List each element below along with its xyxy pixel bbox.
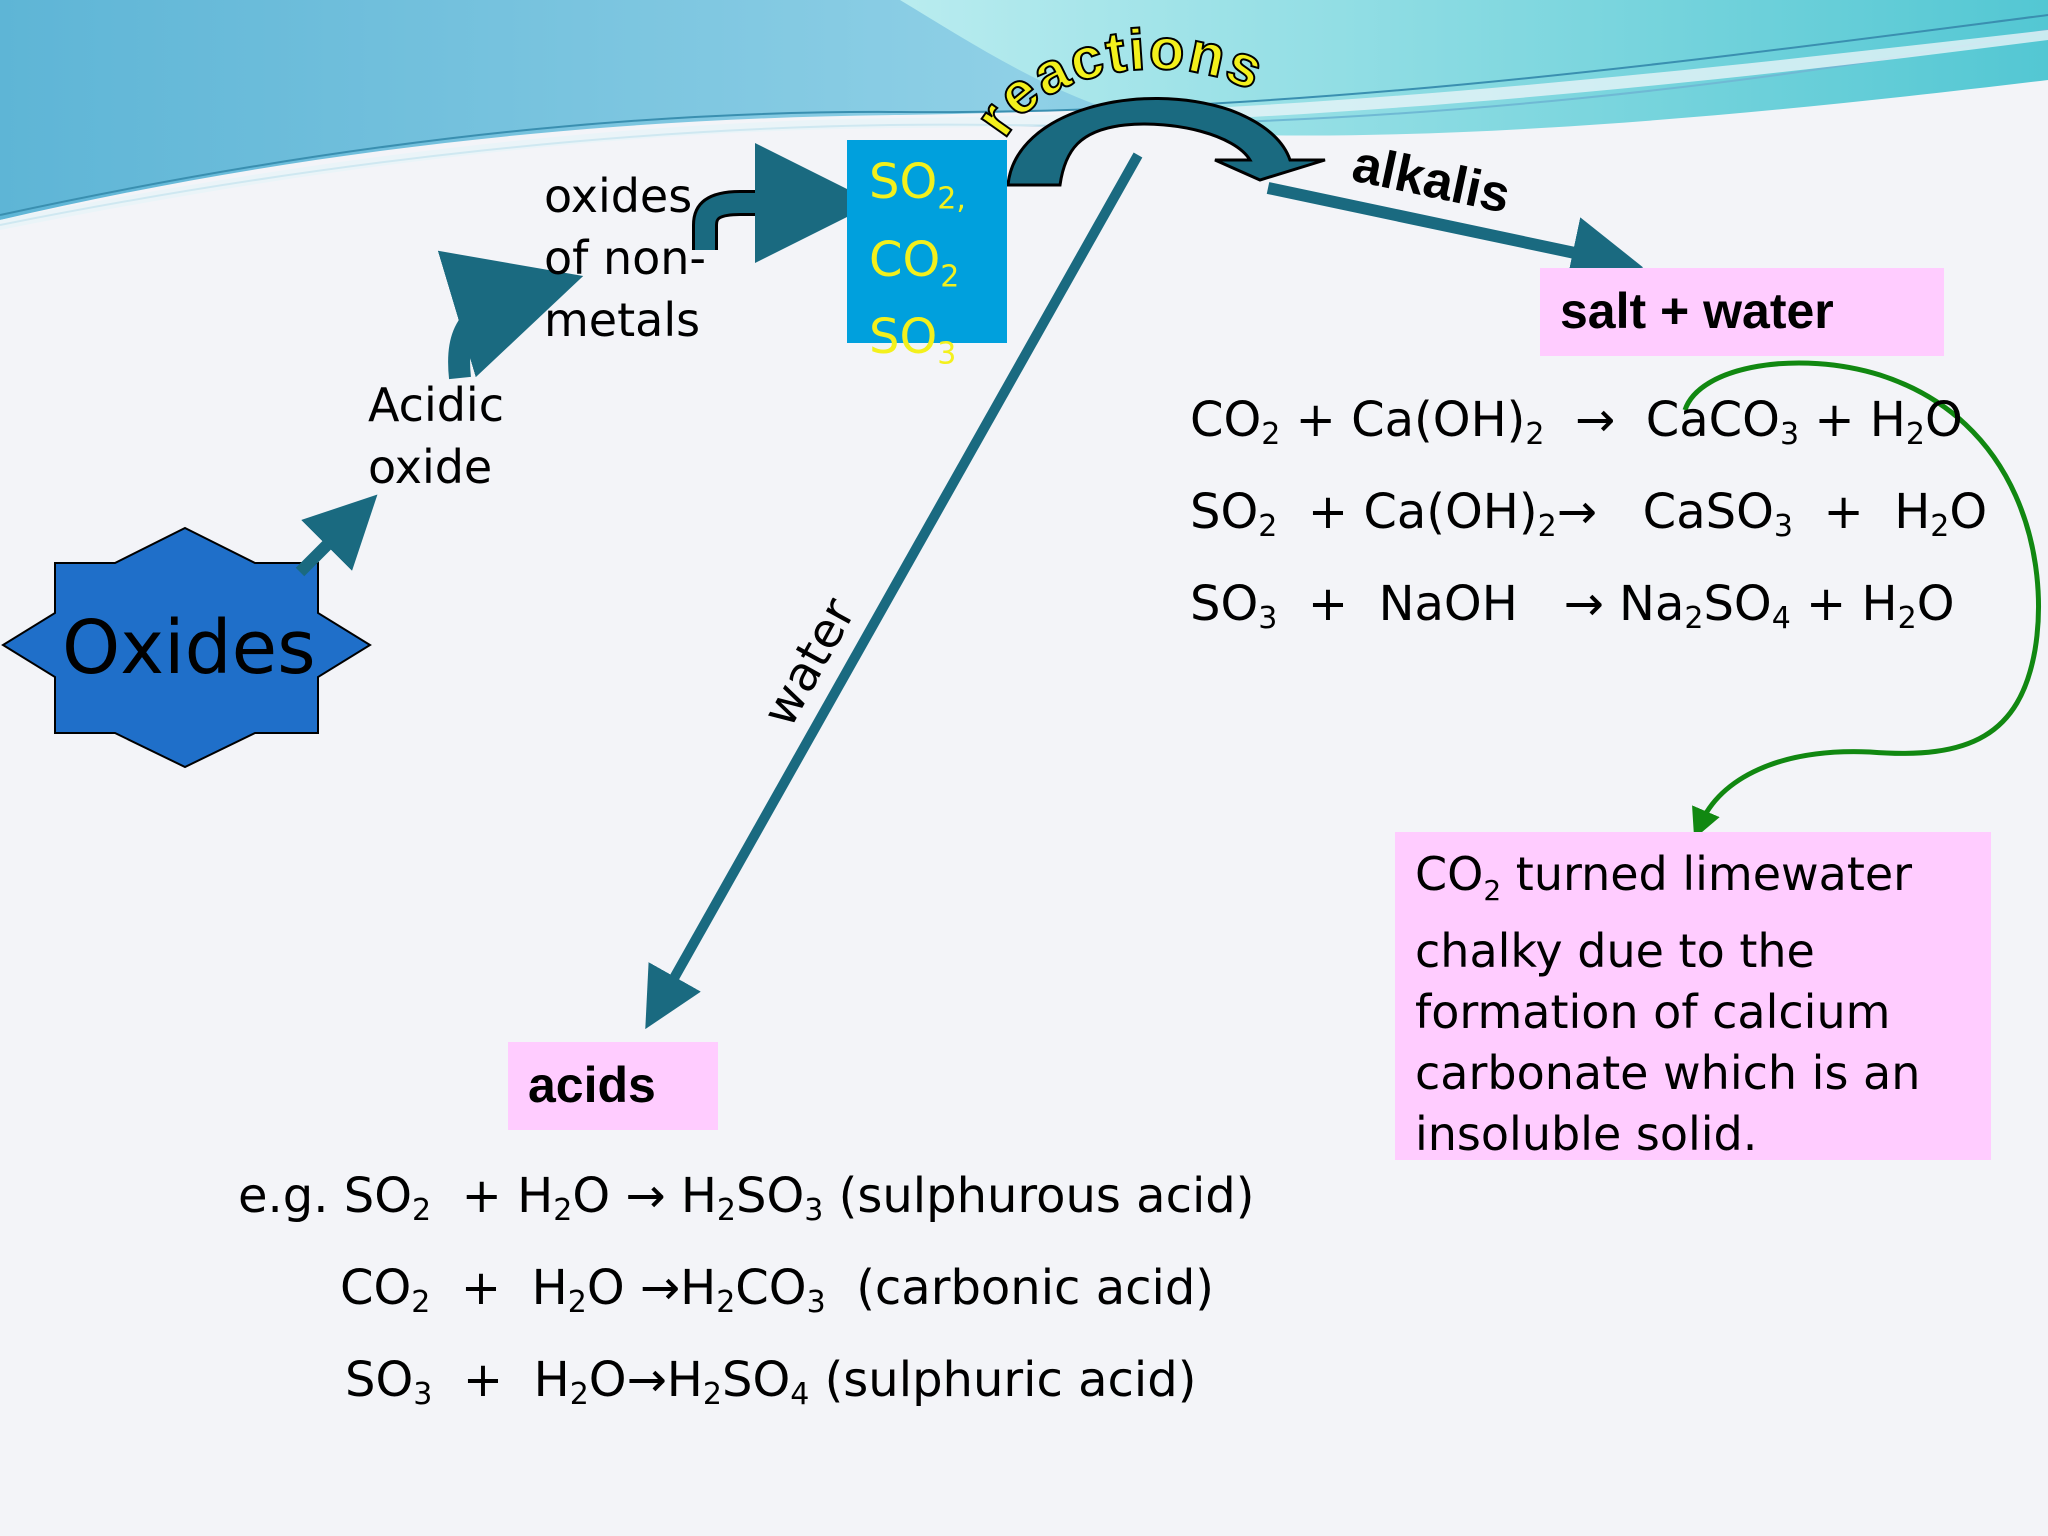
acids-box: acids — [508, 1042, 718, 1130]
equation-text: e.g. SO — [238, 1168, 413, 1224]
equation-text: → CaCO — [1544, 392, 1780, 448]
subscript: 4 — [1771, 601, 1791, 636]
acid-equation-1: e.g. SO2 + H2O → H2SO3 (sulphurous acid) — [238, 1168, 1255, 1226]
reactions-curved-arrow — [1006, 97, 1326, 187]
formula-box: SO2, CO2 SO3 — [847, 140, 1007, 372]
subscript: 2 — [1930, 509, 1950, 544]
subscript: 2 — [1897, 601, 1917, 636]
equation-text: SO — [345, 1352, 414, 1408]
equation-text: + H — [1799, 392, 1906, 448]
equation-text: + NaOH → Na — [1277, 576, 1685, 632]
equation-text: + H — [432, 1352, 570, 1408]
subscript: 2 — [1537, 509, 1557, 544]
alkali-equation-3: SO3 + NaOH → Na2SO4 + H2O — [1190, 576, 1955, 634]
oxides-star-shape — [1, 526, 372, 769]
equation-text: + Ca(OH) — [1280, 392, 1526, 448]
arrow-to-acids — [645, 152, 1143, 1030]
subscript: 3 — [1258, 601, 1278, 636]
equation-text: O → H — [572, 1168, 717, 1224]
acids-label: acids — [528, 1057, 656, 1113]
subscript: 2 — [1261, 417, 1281, 452]
equation-text: O — [1924, 392, 1963, 448]
equation-text: O →H — [586, 1260, 717, 1316]
alkali-equation-2: SO2 + Ca(OH)2→ CaSO3 + H2O — [1190, 484, 1988, 542]
equation-text: + Ca(OH) — [1277, 484, 1538, 540]
equation-text: (sulphurous acid) — [823, 1168, 1255, 1224]
equation-text: (carbonic acid) — [825, 1260, 1215, 1316]
arrow-to-acidic-oxide — [295, 494, 378, 577]
equation-text: O→H — [588, 1352, 703, 1408]
equation-text: SO — [736, 1168, 805, 1224]
acidic-oxide-line: Acidic — [368, 378, 505, 432]
nonmetal-oxides-line: of non- — [544, 231, 707, 285]
limewater-note-text: CO2 turned limewater chalky due to the f… — [1415, 847, 1921, 1162]
alkali-equation-1: CO2 + Ca(OH)2 → CaCO3 + H2O — [1190, 392, 1963, 450]
subscript: 2 — [411, 1285, 431, 1320]
subscript: 2 — [412, 1193, 432, 1228]
green-curve-arrow — [1682, 360, 2041, 839]
subscript: 3 — [804, 1193, 824, 1228]
equation-text: + H — [1792, 484, 1931, 540]
nonmetal-oxides-line: metals — [544, 293, 701, 347]
subscript: 3 — [1773, 509, 1793, 544]
equation-text: → CaSO — [1556, 484, 1774, 540]
subscript: 2 — [1905, 417, 1925, 452]
equation-text: + H — [1790, 576, 1898, 632]
limewater-note-box: CO2 turned limewater chalky due to the f… — [1395, 832, 1991, 1161]
subscript: 2 — [1525, 417, 1545, 452]
equation-text: CO — [340, 1260, 412, 1316]
subscript: 3 — [806, 1285, 826, 1320]
subscript: 2 — [567, 1285, 587, 1320]
nonmetal-oxides-line: oxides — [544, 169, 693, 223]
formula-item: CO2 — [869, 231, 960, 295]
subscript: 4 — [790, 1377, 810, 1412]
subscript: 2 — [702, 1377, 722, 1412]
acidic-oxide-line: oxide — [368, 440, 493, 494]
equation-text: SO — [1703, 576, 1772, 632]
equation-text: SO — [721, 1352, 791, 1408]
acid-equation-2: CO2 + H2O →H2CO3 (carbonic acid) — [340, 1260, 1215, 1318]
arrow-to-nonmetal-oxides — [437, 250, 584, 380]
subscript: 2 — [1684, 601, 1704, 636]
subscript: 2 — [716, 1285, 736, 1320]
equation-text: + H — [430, 1260, 568, 1316]
acid-equation-3: SO3 + H2O→H2SO4 (sulphuric acid) — [345, 1352, 1197, 1410]
equation-text: CO — [1190, 392, 1262, 448]
arrow-to-salt-water — [1266, 182, 1644, 288]
equation-text: (sulphuric acid) — [809, 1352, 1197, 1408]
formula-list: SO2, CO2 SO3 — [869, 152, 966, 385]
subscript: 2 — [716, 1193, 737, 1228]
formula-item: SO3 — [869, 309, 957, 372]
subscript: 3 — [413, 1377, 433, 1412]
acidic-oxide-label: Acidic oxide — [368, 374, 504, 498]
equation-text: SO — [1190, 576, 1259, 632]
equation-text: SO — [1190, 484, 1259, 540]
subscript: 2 — [1258, 509, 1278, 544]
salt-water-label: salt + water — [1560, 283, 1834, 339]
formula-item: SO2, — [869, 154, 966, 217]
nonmetal-oxides-label: oxides of non- metals — [544, 165, 706, 351]
subscript: 2 — [569, 1377, 589, 1412]
subscript: 2 — [553, 1193, 573, 1228]
subscript: 3 — [1779, 417, 1800, 452]
equation-text: O — [1949, 484, 1988, 540]
equation-text: CO — [735, 1260, 807, 1316]
equation-text: + H — [431, 1168, 554, 1224]
oxides-label: Oxides — [62, 605, 316, 691]
salt-water-box: salt + water — [1540, 268, 1944, 356]
equation-text: O — [1916, 576, 1955, 632]
